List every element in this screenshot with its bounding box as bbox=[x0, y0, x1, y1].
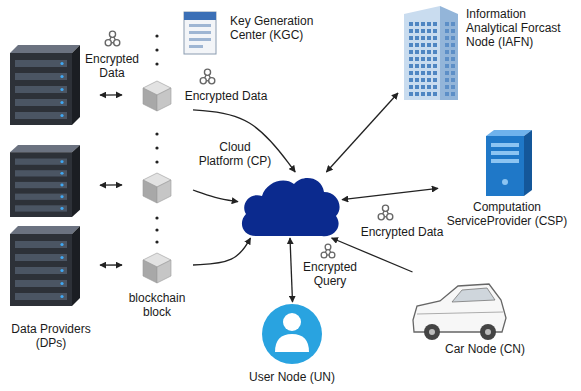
building-front bbox=[404, 6, 440, 100]
car-wheel bbox=[480, 324, 496, 340]
dot bbox=[155, 62, 158, 65]
connector-arrow bbox=[342, 188, 438, 199]
building-side bbox=[440, 6, 458, 100]
encryption-icon bbox=[321, 244, 335, 258]
kgc-line bbox=[189, 45, 203, 48]
car-trim bbox=[417, 312, 503, 314]
kgc-line bbox=[189, 38, 211, 41]
node-label: Key Generation Center (KGC) bbox=[230, 14, 330, 42]
csp-side bbox=[524, 130, 532, 196]
kgc-band bbox=[184, 12, 216, 20]
kgc-line bbox=[189, 24, 211, 27]
node-label: Data Providers (DPs) bbox=[3, 322, 99, 350]
connector-arrow bbox=[100, 264, 122, 265]
car-hub bbox=[429, 329, 435, 335]
dot bbox=[155, 160, 158, 163]
car-hub bbox=[485, 329, 491, 335]
connector-arrow bbox=[100, 94, 122, 95]
ellipsis-dots bbox=[155, 34, 158, 243]
user-icon bbox=[262, 304, 322, 364]
kgc-icon bbox=[184, 12, 216, 54]
dot bbox=[155, 48, 158, 51]
dot bbox=[155, 132, 158, 135]
connector-arrow bbox=[100, 184, 122, 186]
node-label: Car Node (CN) bbox=[445, 342, 553, 356]
cloud-node: Cloud Platform (CP) bbox=[238, 172, 342, 238]
car-icon bbox=[413, 284, 506, 340]
car-body bbox=[413, 284, 506, 332]
kgc-body bbox=[184, 12, 216, 54]
csp-slot bbox=[491, 159, 519, 163]
csp-server-icon bbox=[486, 130, 532, 196]
dot bbox=[155, 240, 158, 243]
csp-top bbox=[486, 130, 532, 136]
csp-button bbox=[502, 179, 508, 185]
encryption-icon bbox=[200, 69, 215, 84]
node-label: Computation ServiceProvider (CSP) bbox=[438, 200, 576, 228]
dot bbox=[155, 146, 158, 149]
node-label: blockchain block bbox=[122, 291, 192, 319]
server-icon bbox=[10, 145, 80, 217]
csp-front bbox=[486, 136, 524, 196]
node-label: Information Analytical Forcast Node (IAF… bbox=[466, 7, 574, 49]
connector-arrow bbox=[326, 93, 398, 172]
cloud-shape bbox=[242, 178, 340, 236]
dot bbox=[155, 228, 158, 231]
connector-arrow bbox=[193, 110, 295, 172]
car-window bbox=[452, 288, 495, 302]
connector-arrow bbox=[193, 238, 250, 265]
csp-slot bbox=[491, 151, 519, 155]
user-node: User Node (UN) bbox=[240, 302, 345, 388]
building-windows bbox=[407, 20, 437, 98]
node-label: User Node (UN) bbox=[240, 370, 344, 384]
user-head bbox=[283, 313, 301, 331]
car-node: Car Node (CN) bbox=[405, 272, 555, 358]
server-icon bbox=[10, 45, 80, 125]
connector-arrow bbox=[290, 238, 293, 302]
kgc-node: Key Generation Center (KGC) bbox=[178, 8, 343, 58]
server-icon bbox=[10, 226, 80, 306]
block-cube bbox=[143, 81, 171, 111]
connector-arrow bbox=[193, 190, 238, 202]
user-body bbox=[275, 334, 309, 352]
csp-node: Computation ServiceProvider (CSP) bbox=[438, 128, 577, 232]
kgc-line bbox=[189, 31, 211, 34]
edge-label: Encrypted Data bbox=[82, 52, 142, 80]
user-circle bbox=[262, 304, 322, 364]
iafn-node: Information Analytical Forcast Node (IAF… bbox=[398, 3, 578, 103]
edge-label: Encrypted Query bbox=[299, 260, 361, 288]
data-provider-node: Data Providers (DPs) bbox=[3, 40, 100, 380]
building-windows bbox=[443, 20, 455, 98]
node-label: Cloud Platform (CP) bbox=[196, 140, 274, 168]
encryption-icon bbox=[105, 31, 120, 46]
encryption-icon bbox=[378, 205, 393, 220]
cloud-fill bbox=[242, 178, 340, 236]
edge-label: Encrypted Data bbox=[176, 89, 276, 103]
edge-label: Encrypted Data bbox=[352, 225, 452, 239]
dot bbox=[155, 216, 158, 219]
building-icon bbox=[404, 6, 458, 100]
block-cube bbox=[143, 173, 171, 203]
dot bbox=[155, 34, 158, 37]
block-cube bbox=[143, 253, 171, 283]
csp-slot bbox=[491, 143, 519, 147]
car-wheel bbox=[424, 324, 440, 340]
